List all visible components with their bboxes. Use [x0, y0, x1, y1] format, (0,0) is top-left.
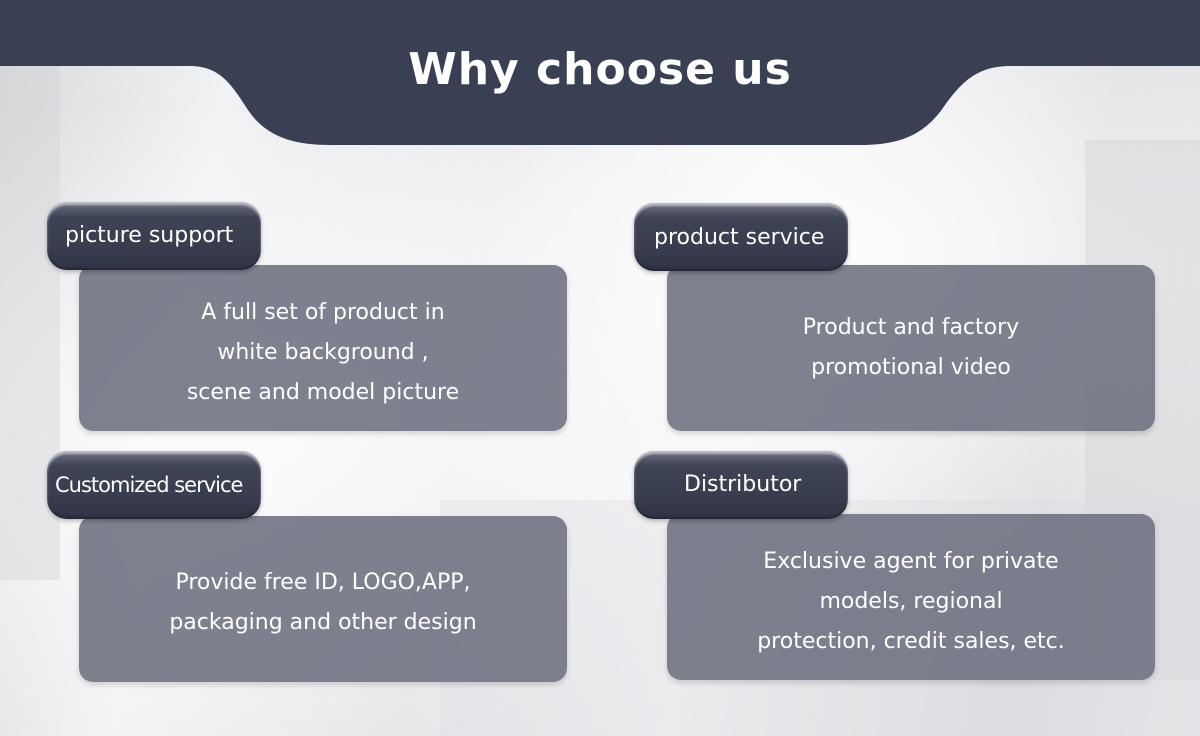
feature-label-customized-service: Customized service [47, 451, 261, 519]
feature-label-picture-support: picture support [47, 202, 261, 270]
feature-card-body: Provide free ID, LOGO,APP, packaging and… [169, 555, 476, 643]
feature-card-line: white background , [217, 340, 429, 365]
feature-card-line: packaging and other design [169, 610, 477, 635]
feature-card-body: Exclusive agent for private models, regi… [757, 532, 1065, 662]
feature-card-line: A full set of product in [201, 300, 445, 325]
feature-card-line: models, regional [819, 589, 1003, 614]
feature-card-line: Provide free ID, LOGO,APP, [175, 570, 471, 595]
feature-label-distributor: Distributor [634, 451, 848, 519]
feature-card-body: Product and factory promotional video [803, 308, 1019, 388]
feature-card-line: Exclusive agent for private [763, 549, 1059, 574]
feature-card-picture-support: A full set of product in white backgroun… [79, 265, 567, 431]
feature-card-customized-service: Provide free ID, LOGO,APP, packaging and… [79, 516, 567, 682]
feature-card-product-service: Product and factory promotional video [667, 265, 1155, 431]
header-band [0, 0, 1200, 150]
feature-card-line: scene and model picture [186, 380, 460, 405]
feature-card-line: protection, credit sales, etc. [757, 629, 1065, 654]
feature-card-body: A full set of product in white backgroun… [187, 283, 459, 413]
feature-card-line: promotional video [811, 355, 1011, 380]
feature-card-distributor: Exclusive agent for private models, regi… [667, 514, 1155, 680]
feature-label-product-service: product service [634, 203, 848, 271]
page-title: Why choose us [408, 44, 792, 95]
feature-card-line: Product and factory [802, 315, 1020, 340]
